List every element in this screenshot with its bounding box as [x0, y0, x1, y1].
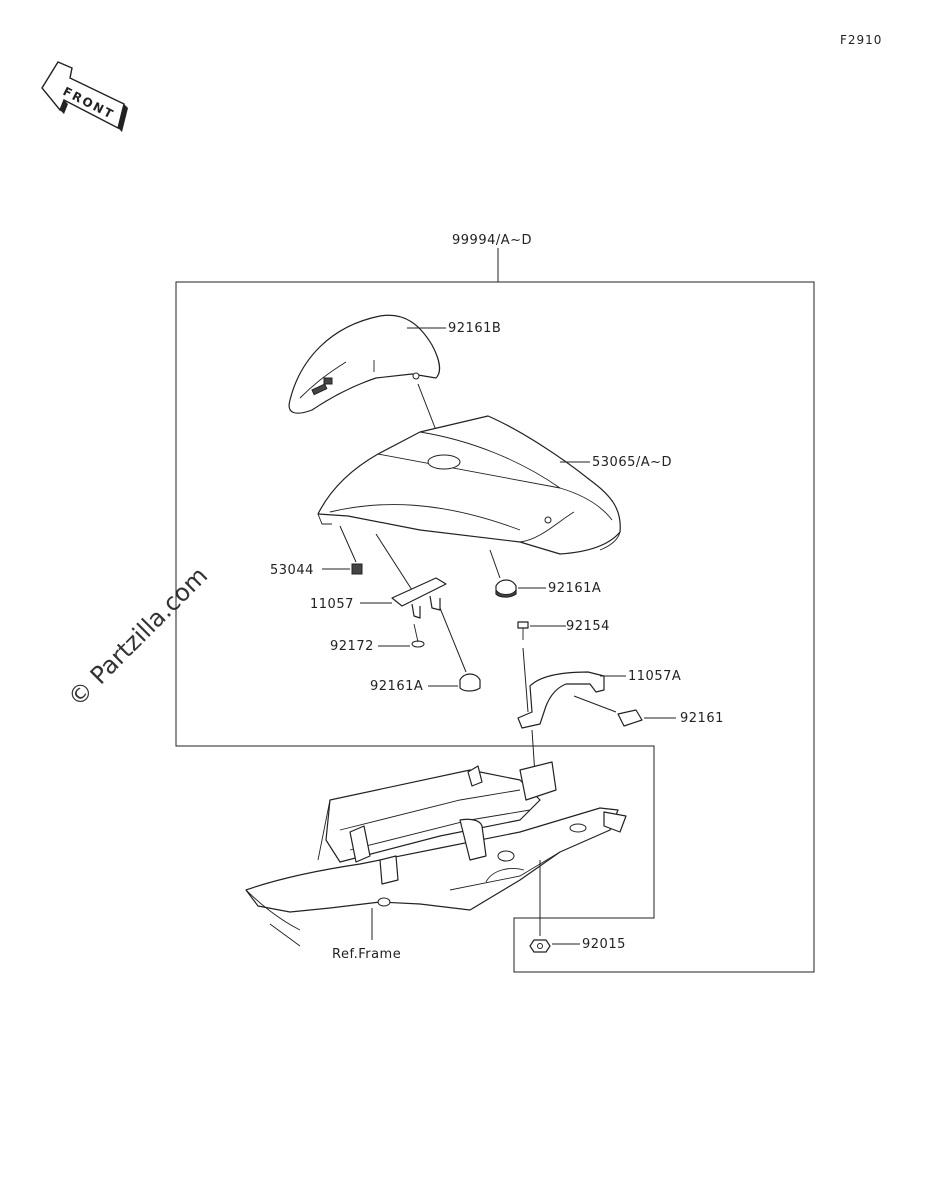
bracket-11057a	[517, 671, 605, 729]
label-damper-bottom: 92161A	[370, 679, 423, 694]
diagram-code: F2910	[840, 33, 882, 47]
label-bracket-11057a: 11057A	[628, 669, 681, 684]
nut-53044	[351, 563, 363, 575]
label-bracket-11057: 11057	[310, 597, 354, 612]
label-damper-92161: 92161	[680, 711, 724, 726]
nut-92015	[529, 939, 551, 953]
kit-boundary	[175, 248, 815, 973]
label-cover-pad: 92161B	[448, 321, 501, 336]
damper-92161a-bottom	[459, 673, 481, 692]
seat-cover-53065	[317, 415, 621, 555]
bolt-92154	[517, 621, 529, 640]
label-bolt-92172: 92172	[330, 639, 374, 654]
label-damper-top: 92161A	[548, 581, 601, 596]
damper-92161	[617, 709, 643, 727]
label-kit: 99994/A~D	[452, 233, 532, 248]
label-seat-cover: 53065/A~D	[592, 455, 672, 470]
label-bolt-92154: 92154	[566, 619, 610, 634]
label-nut-53044: 53044	[270, 563, 314, 578]
front-arrow-icon: FRONT	[41, 61, 128, 132]
damper-92161a-top	[495, 579, 517, 598]
watermark: © Partzilla.com	[62, 561, 213, 712]
cover-pad-92161b	[288, 314, 441, 414]
rear-frame	[245, 761, 627, 947]
bolt-92172	[411, 623, 425, 648]
label-nut-92015: 92015	[582, 937, 626, 952]
bracket-11057	[391, 577, 447, 619]
label-ref-frame: Ref.Frame	[332, 947, 401, 962]
